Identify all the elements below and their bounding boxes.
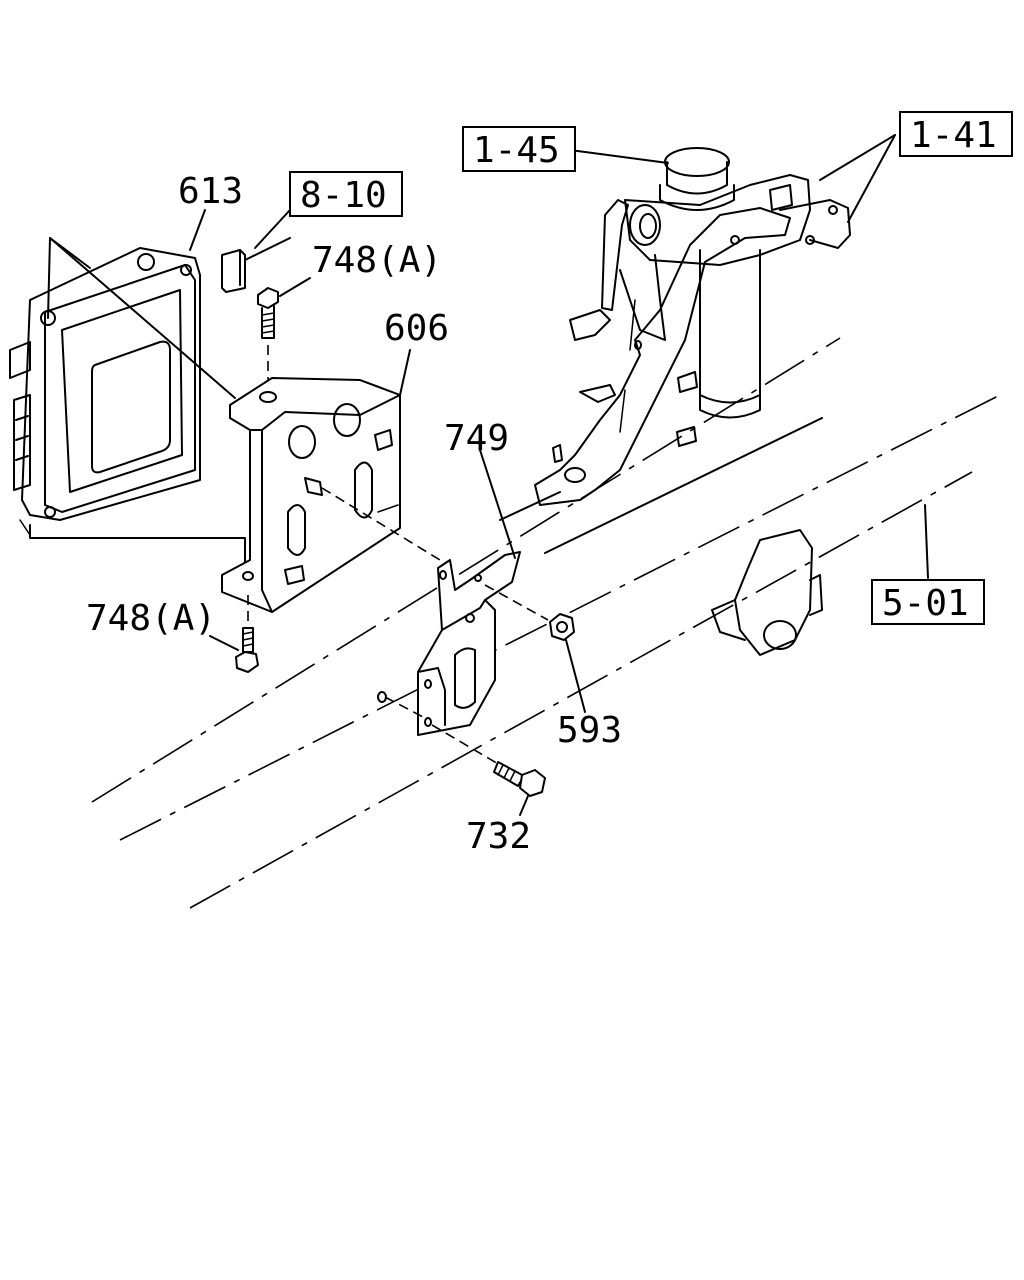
label-732: 732 bbox=[466, 816, 531, 857]
ecu-module-613 bbox=[9, 247, 201, 536]
ref-label-1-45: 1-45 bbox=[473, 130, 560, 171]
bolt-732 bbox=[493, 761, 546, 816]
label-748a-top: 748(A) bbox=[312, 240, 442, 281]
fuel-filter-assembly bbox=[534, 134, 896, 506]
ref-label-8-10: 8-10 bbox=[300, 175, 387, 216]
bolt-748a-top bbox=[257, 277, 311, 395]
ref-box-8-10: 8-10 bbox=[289, 171, 403, 217]
chassis-frame bbox=[91, 337, 1001, 909]
ref-label-1-41: 1-41 bbox=[910, 115, 997, 156]
label-593: 593 bbox=[557, 710, 622, 751]
ref-box-5-01: 5-01 bbox=[871, 579, 985, 625]
label-613: 613 bbox=[178, 171, 243, 212]
bracket-749 bbox=[377, 449, 549, 766]
label-748a-bottom: 748(A) bbox=[86, 598, 216, 639]
ref-label-5-01: 5-01 bbox=[882, 583, 969, 624]
label-749: 749 bbox=[444, 418, 509, 459]
ref-box-1-41: 1-41 bbox=[899, 111, 1013, 157]
bolt-748a-bottom bbox=[209, 595, 259, 673]
ref-box-1-45: 1-45 bbox=[462, 126, 576, 172]
nut-593 bbox=[549, 613, 586, 713]
bracket-606 bbox=[221, 349, 441, 613]
connector-8-10 bbox=[221, 209, 291, 293]
label-606: 606 bbox=[384, 308, 449, 349]
